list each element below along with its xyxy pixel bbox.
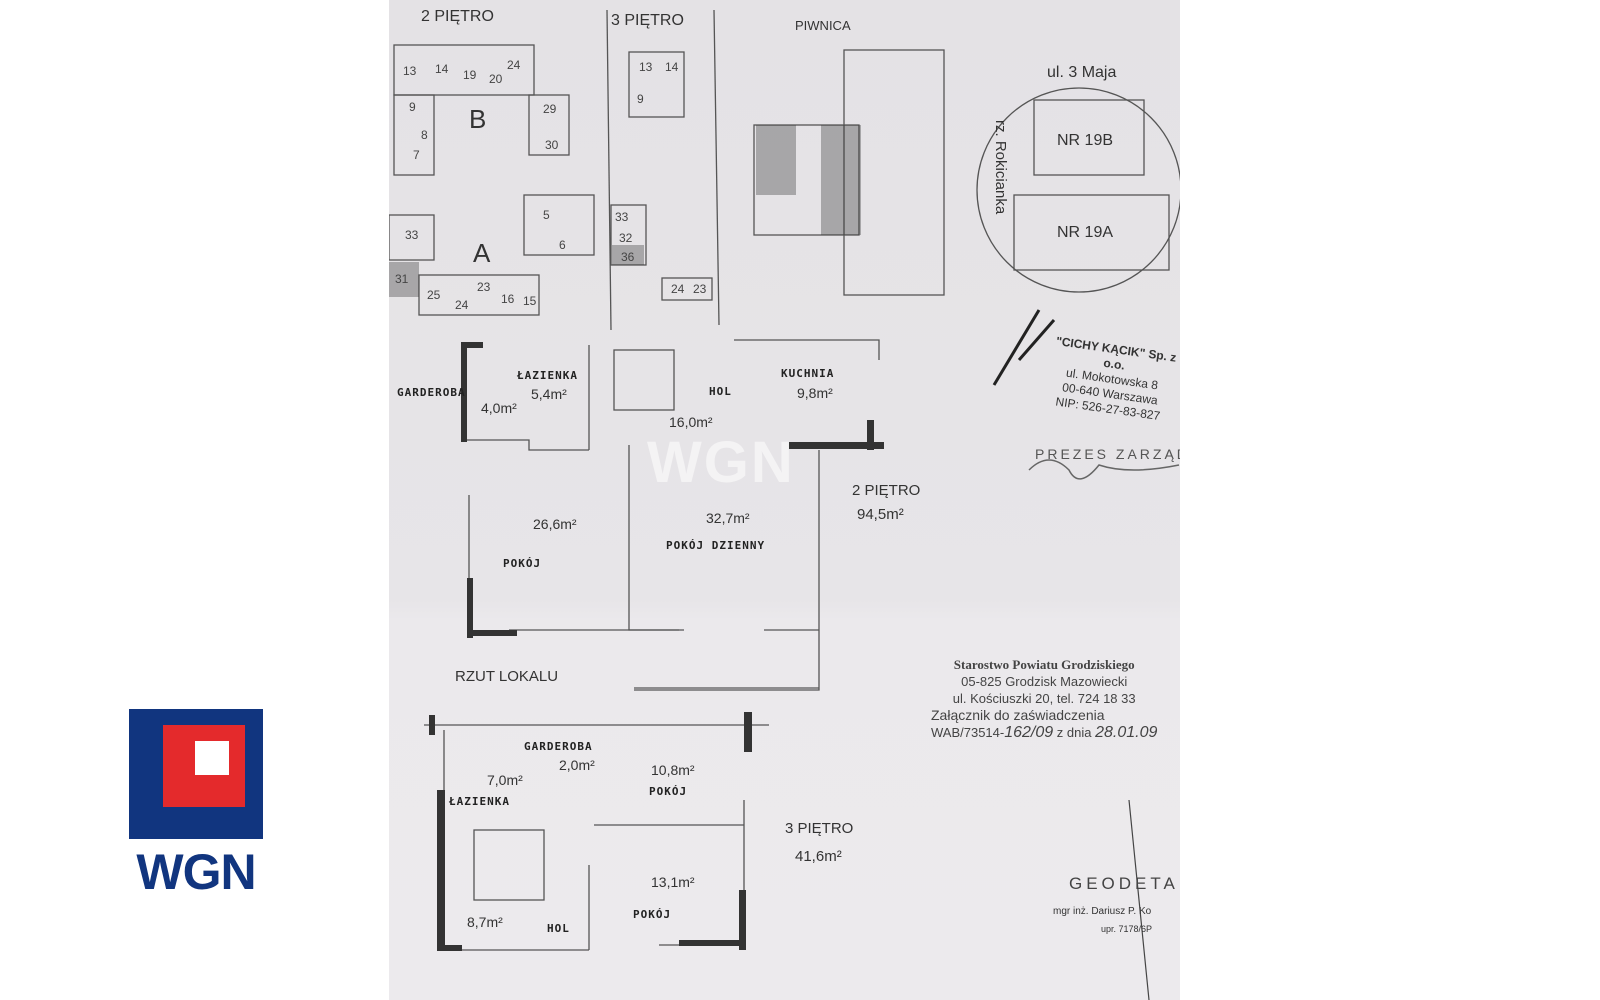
stamp-handwritten-number: 162/09 bbox=[1004, 724, 1054, 741]
unit-number: 19 bbox=[463, 68, 477, 82]
logo-text: WGN bbox=[136, 844, 256, 900]
section-3-pietro: 3 PIĘTRO bbox=[611, 12, 684, 29]
room-area: 13,1m² bbox=[651, 874, 695, 890]
room-area: 8,7m² bbox=[467, 914, 503, 930]
building-a: A bbox=[473, 238, 491, 268]
stamp-line: Załącznik do zaświadczenia bbox=[931, 707, 1105, 723]
room-name: HOL bbox=[709, 385, 732, 398]
starostwo-stamp: Starostwo Powiatu Grodziskiego 05-825 Gr… bbox=[931, 656, 1157, 741]
site-street: ul. 3 Maja bbox=[1047, 64, 1117, 81]
unit-number: 14 bbox=[665, 60, 679, 74]
stamp-line: 05-825 Grodzisk Mazowiecki bbox=[961, 674, 1128, 689]
section-2-pietro: 2 PIĘTRO bbox=[421, 8, 494, 25]
room-name: POKÓJ bbox=[633, 908, 672, 921]
lower-floor-total: 41,6m² bbox=[795, 848, 842, 865]
unit-number: 33 bbox=[615, 210, 629, 224]
room-area: 9,8m² bbox=[797, 385, 833, 401]
unit-number: 23 bbox=[477, 280, 491, 294]
rzut-lokalu: RZUT LOKALU bbox=[455, 668, 559, 685]
unit-number: 33 bbox=[405, 228, 419, 242]
room-name: GARDEROBA bbox=[397, 386, 466, 399]
unit-number: 13 bbox=[403, 64, 417, 78]
unit-number: 9 bbox=[637, 92, 644, 106]
unit-number: 32 bbox=[619, 231, 633, 245]
building-b: B bbox=[469, 104, 487, 134]
unit-number: 20 bbox=[489, 72, 503, 86]
geodeta-title: GEODETA bbox=[1069, 874, 1179, 893]
room-name: ŁAZIENKA bbox=[517, 369, 578, 382]
site-river: rz. Rokicianka bbox=[992, 120, 1009, 215]
geodeta-name: mgr inż. Dariusz P. Ko bbox=[1053, 906, 1152, 917]
upper-floor-label: 2 PIĘTRO bbox=[852, 482, 921, 499]
room-area: 32,7m² bbox=[706, 510, 750, 526]
stamp-handwritten-date: 28.01.09 bbox=[1095, 724, 1158, 741]
room-area: 2,0m² bbox=[559, 757, 595, 773]
room-name: POKÓJ bbox=[503, 557, 542, 570]
unit-number: 16 bbox=[501, 292, 515, 306]
unit-number: 9 bbox=[409, 100, 416, 114]
room-area: 5,4m² bbox=[531, 386, 567, 402]
unit-number: 36 bbox=[621, 250, 635, 264]
unit-number: 24 bbox=[455, 298, 469, 312]
geodeta-license: upr. 7178/6P bbox=[1101, 924, 1153, 934]
room-area: 7,0m² bbox=[487, 772, 523, 788]
wgn-logo: WGN bbox=[129, 709, 263, 900]
site-building-19b: NR 19B bbox=[1057, 132, 1114, 149]
unit-number: 24 bbox=[507, 58, 521, 72]
unit-number: 7 bbox=[413, 148, 420, 162]
room-name: HOL bbox=[547, 922, 570, 935]
room-area: 26,6m² bbox=[533, 516, 577, 532]
unit-number: 25 bbox=[427, 288, 441, 302]
unit-number: 23 bbox=[693, 282, 707, 296]
unit-number: 6 bbox=[559, 238, 566, 252]
room-name: GARDEROBA bbox=[524, 740, 593, 753]
stamp-line: ul. Kościuszki 20, tel. 724 18 33 bbox=[952, 691, 1136, 706]
room-area: 16,0m² bbox=[669, 414, 713, 430]
floor-plan-drawing bbox=[389, 9, 1180, 1000]
floor-plan-photo[interactable]: WGN 2 PIĘTRO 3 PIĘTRO PIWNICA B A 13 14 … bbox=[389, 0, 1180, 1000]
room-name: POKÓJ bbox=[649, 785, 688, 798]
lower-floor-label: 3 PIĘTRO bbox=[785, 820, 854, 837]
room-name: POKÓJ DZIENNY bbox=[666, 539, 766, 552]
upper-floor-total: 94,5m² bbox=[857, 506, 904, 523]
room-area: 10,8m² bbox=[651, 762, 695, 778]
unit-number: 13 bbox=[639, 60, 653, 74]
unit-number: 31 bbox=[395, 272, 409, 286]
stamp-line: WAB/73514- bbox=[931, 725, 1005, 740]
unit-number: 5 bbox=[543, 208, 550, 222]
company-signature-title: PREZES ZARZĄDU bbox=[1035, 446, 1180, 462]
stamp-line: Starostwo Powiatu Grodziskiego bbox=[953, 657, 1135, 672]
unit-number: 15 bbox=[523, 294, 537, 308]
watermark: WGN bbox=[647, 430, 795, 495]
unit-number: 29 bbox=[543, 102, 557, 116]
room-name: ŁAZIENKA bbox=[449, 795, 510, 808]
room-area: 4,0m² bbox=[481, 400, 517, 416]
unit-number: 30 bbox=[545, 138, 559, 152]
unit-number: 8 bbox=[421, 128, 428, 142]
unit-number: 14 bbox=[435, 62, 449, 76]
section-piwnica: PIWNICA bbox=[795, 18, 851, 33]
room-name: KUCHNIA bbox=[781, 367, 835, 380]
site-building-19a: NR 19A bbox=[1057, 224, 1114, 241]
unit-number: 24 bbox=[671, 282, 685, 296]
stamp-line: z dnia bbox=[1056, 725, 1092, 740]
